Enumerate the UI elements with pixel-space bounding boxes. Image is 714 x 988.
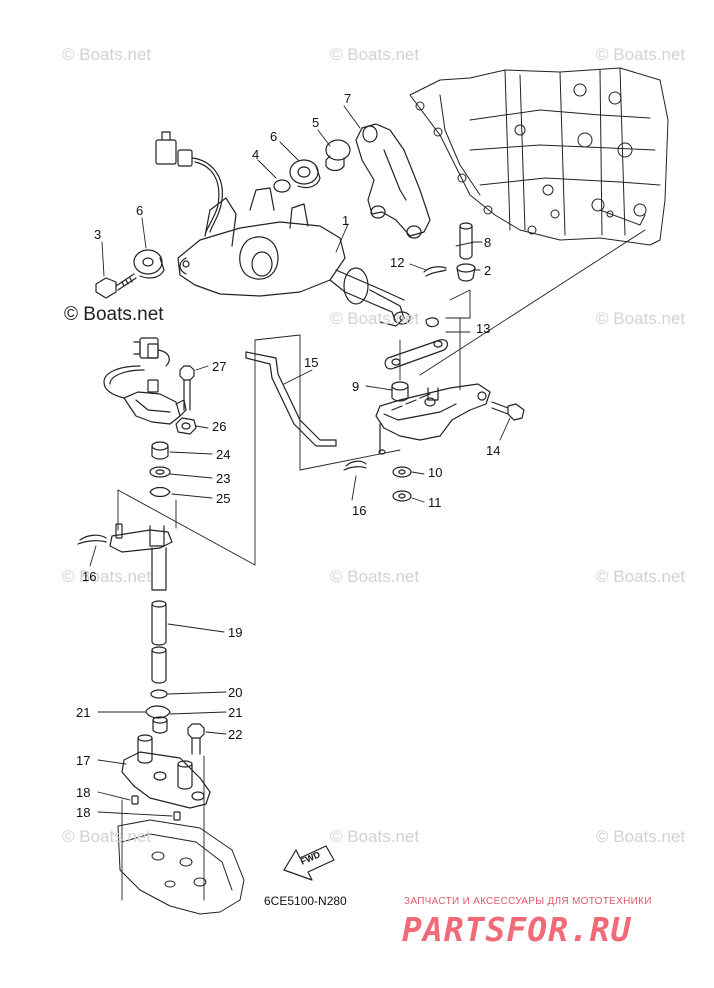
shift-switch-assembly (103, 337, 187, 425)
watermark-text-dark: © Boats.net (64, 304, 164, 325)
part-13-link (384, 317, 449, 370)
callout-14: 14 (486, 443, 501, 458)
watermark-text: © Boats.net (596, 827, 686, 846)
shift-arm-lower (109, 523, 173, 553)
watermark-text: © Boats.net (330, 45, 420, 64)
part-16-clip-lower (77, 534, 107, 545)
part-4-washer (273, 179, 291, 193)
part-23-hole (155, 469, 165, 475)
part-7-bracket (355, 123, 431, 239)
part-2-bushing (456, 263, 476, 282)
part-17-bracket (121, 734, 211, 809)
callout-25: 25 (216, 491, 231, 506)
callout-27: 27 (212, 359, 227, 374)
callout-9: 9 (352, 379, 360, 394)
part-16-clip-upper (343, 460, 367, 471)
watermark-text: © Boats.net (62, 567, 152, 586)
callout-16-left: 16 (82, 569, 97, 584)
callout-7: 7 (344, 91, 352, 106)
crankcase-base (117, 819, 245, 915)
part-12-clip (423, 266, 447, 277)
callout-21-right: 21 (228, 705, 243, 720)
part-18-dowel-upper (131, 795, 139, 805)
part-6-grommet-lower (133, 249, 165, 279)
callout-12: 12 (390, 255, 405, 270)
watermark-text: © Boats.net (596, 45, 686, 64)
callout-4: 4 (252, 147, 260, 162)
part-10-washer (392, 466, 412, 478)
part-20-o-ring (150, 689, 168, 699)
callout-11: 11 (428, 495, 442, 510)
watermark-text: © Boats.net (62, 45, 152, 64)
part-8-pin (459, 222, 473, 260)
shop-brand-logo: PARTSFOR.RU (402, 910, 632, 949)
watermark-text: © Boats.net (62, 827, 152, 846)
callout-3: 3 (94, 227, 102, 242)
callout-23: 23 (216, 471, 231, 486)
leader-line-engine (419, 229, 646, 376)
part-10-hole (398, 469, 406, 475)
watermark-text: © Boats.net (596, 309, 686, 328)
shift-switch-connector (155, 131, 223, 233)
callout-24: 24 (216, 447, 231, 462)
guide-lines (117, 289, 471, 901)
shop-tagline: ЗАПЧАСТИ И АКСЕССУАРЫ ДЛЯ МОТОТЕХНИКИ (404, 896, 652, 907)
part-15-link-rod (245, 351, 337, 447)
callout-10: 10 (428, 465, 443, 480)
callout-19: 19 (228, 625, 243, 640)
part-18-dowel-lower (173, 811, 181, 821)
part-3-bolt (95, 273, 137, 299)
part-21-bushing (152, 716, 168, 734)
part-14-bolt (491, 401, 525, 421)
callout-2: 2 (484, 263, 492, 278)
callout-8: 8 (484, 235, 492, 250)
callout-22: 22 (228, 727, 243, 742)
callout-15: 15 (304, 355, 319, 370)
part-24-collar (151, 441, 169, 460)
shift-lever (375, 383, 491, 455)
callout-1: 1 (342, 213, 350, 228)
callout-6-upper: 6 (270, 129, 278, 144)
callout-18-upper: 18 (76, 785, 91, 800)
part-6-grommet-upper (289, 159, 321, 189)
callout-21-left: 21 (76, 705, 91, 720)
part-27-screw (179, 365, 195, 411)
callout-13: 13 (476, 321, 491, 336)
watermark-text: © Boats.net (330, 567, 420, 586)
callout-18-lower: 18 (76, 805, 91, 820)
callout-17: 17 (76, 753, 91, 768)
callout-6-lower: 6 (136, 203, 144, 218)
callout-leaders (89, 105, 511, 817)
part-21-circlip (145, 705, 171, 719)
part-22-bolt (187, 723, 205, 755)
part-11-hole (398, 493, 406, 499)
part-26-nut (175, 417, 197, 435)
part-19-shift-shaft (151, 547, 167, 684)
diagram-code: 6CE5100-N280 (264, 894, 347, 908)
part-23-washer (149, 466, 171, 478)
part-5-collar (325, 139, 351, 172)
part-11-washer (392, 490, 412, 502)
fwd-arrow-icon (283, 845, 335, 881)
part-25-clip (149, 486, 171, 498)
watermark-text: © Boats.net (330, 309, 420, 328)
callout-20: 20 (228, 685, 243, 700)
callout-16-right: 16 (352, 503, 367, 518)
watermark-text: © Boats.net (330, 827, 420, 846)
engine-block (409, 67, 669, 246)
callout-5: 5 (312, 115, 320, 130)
callout-26: 26 (212, 419, 227, 434)
watermark-text: © Boats.net (596, 567, 686, 586)
shift-rod-assembly (177, 187, 411, 327)
